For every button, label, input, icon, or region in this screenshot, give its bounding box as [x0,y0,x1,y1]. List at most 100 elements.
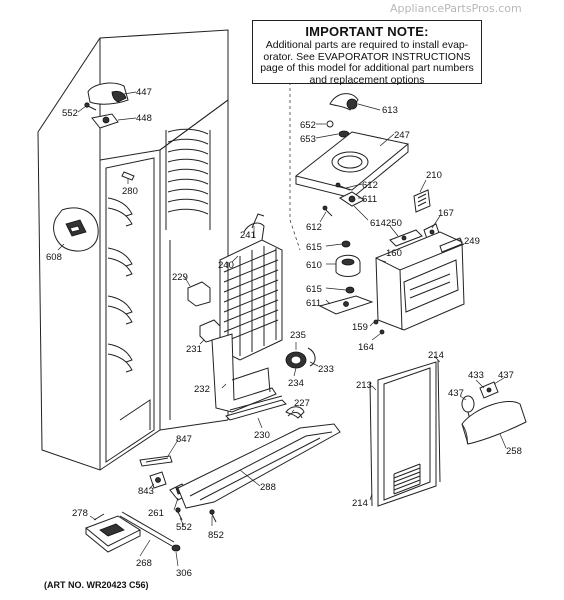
part-213-back-panel [377,361,437,507]
label-229: 229 [172,272,188,283]
label-852: 852 [208,530,224,541]
label-612-b: 612 [306,222,322,233]
part-230-heater [225,395,287,421]
part-610-fan-motor [335,254,361,277]
label-164: 164 [358,342,374,353]
part-210-part [413,189,431,213]
label-653: 653 [300,134,316,145]
label-652: 652 [300,120,316,131]
label-213: 213 [356,380,372,391]
part-437-bulb [461,395,475,421]
important-note-box: IMPORTANT NOTE: Additional parts are req… [252,20,482,86]
part-448-bracket [91,113,119,129]
label-843: 843 [138,486,154,497]
part-250-damper [389,229,423,247]
part-433-socket [479,381,499,399]
label-159: 159 [352,322,368,333]
part-249-seal [439,237,463,253]
part-615-grommet [341,240,351,248]
part-613-fan-blade [329,93,359,111]
label-227: 227 [294,398,310,409]
label-210: 210 [426,170,442,181]
part-552-screw-lower [175,507,183,521]
label-437-b: 437 [498,370,514,381]
part-232-shield [211,333,277,413]
part-852-screw [209,509,217,523]
label-611-b: 611 [306,298,321,309]
part-labels: 447 552 448 280 608 241 240 229 231 232 … [46,87,522,579]
label-160: 160 [386,248,402,259]
part-160-duct [375,231,465,331]
part-280-clip [121,171,135,181]
part-612-screw [335,182,351,191]
part-611-bracket-b [318,295,374,315]
label-268: 268 [136,558,152,569]
label-433: 433 [468,370,484,381]
part-159-screw [373,319,379,325]
label-232: 232 [194,384,210,395]
note-line: Additional parts are required to install… [265,39,469,51]
part-258-light-shield [461,400,527,445]
part-306-fitting [171,544,181,552]
part-847-heater-strip [139,455,173,467]
part-278-control-housing [85,513,142,553]
label-448: 448 [136,113,152,124]
label-214: 214 [428,350,444,361]
label-612: 612 [362,180,378,191]
label-231: 231 [186,344,202,355]
label-249: 249 [464,236,480,247]
part-608-control [53,207,99,252]
part-164-screw [379,329,385,335]
label-247: 247 [394,130,410,141]
part-229-block [187,281,211,307]
part-233-wire [307,347,316,367]
label-615-b: 615 [306,284,322,295]
part-288-drain-trough [177,423,341,509]
label-230: 230 [254,430,270,441]
part-611-bracket [339,191,365,207]
label-306: 306 [176,568,192,579]
label-258: 258 [506,446,522,457]
label-233: 233 [318,364,334,375]
part-234-fan [285,351,307,369]
label-611: 611 [362,194,377,205]
label-613: 613 [382,105,398,116]
label-234: 234 [288,378,304,389]
label-552: 552 [62,108,78,119]
note-title: IMPORTANT NOTE: [305,24,429,39]
note-line: orator. See EVAPORATOR INSTRUCTIONS [263,50,471,63]
part-612-screw-b [322,205,333,217]
part-214-strip [369,359,441,507]
label-608: 608 [46,252,62,263]
cabinet-liner [37,29,229,471]
label-288: 288 [260,482,276,493]
label-615: 615 [306,242,322,253]
label-240: 240 [218,260,234,271]
watermark: AppliancePartsPros.com [390,2,522,15]
label-214-b: 214 [352,498,368,509]
label-241: 241 [240,230,256,241]
part-652-part [326,120,334,128]
label-447: 447 [136,87,152,98]
label-261: 261 [148,508,164,519]
label-167: 167 [438,208,454,219]
part-227-clip [285,406,305,419]
part-268-rod [119,511,175,547]
leader-lines [57,91,507,567]
label-250: 250 [386,218,402,229]
note-line: and replacement options [309,73,425,86]
note-line: page of this model for additional part n… [260,62,474,74]
label-614: 614 [370,218,386,229]
note-text: Additional parts are required to install… [253,39,481,86]
label-278: 278 [72,508,88,519]
label-552-lower: 552 [176,522,192,533]
part-447-light-cover [87,82,129,105]
label-847: 847 [176,434,192,445]
label-235: 235 [290,330,306,341]
part-615-grommet-b [345,286,355,294]
art-number: (ART NO. WR20423 C56) [44,580,149,590]
label-437: 437 [448,388,464,399]
label-280: 280 [122,186,138,197]
label-610: 610 [306,260,322,271]
